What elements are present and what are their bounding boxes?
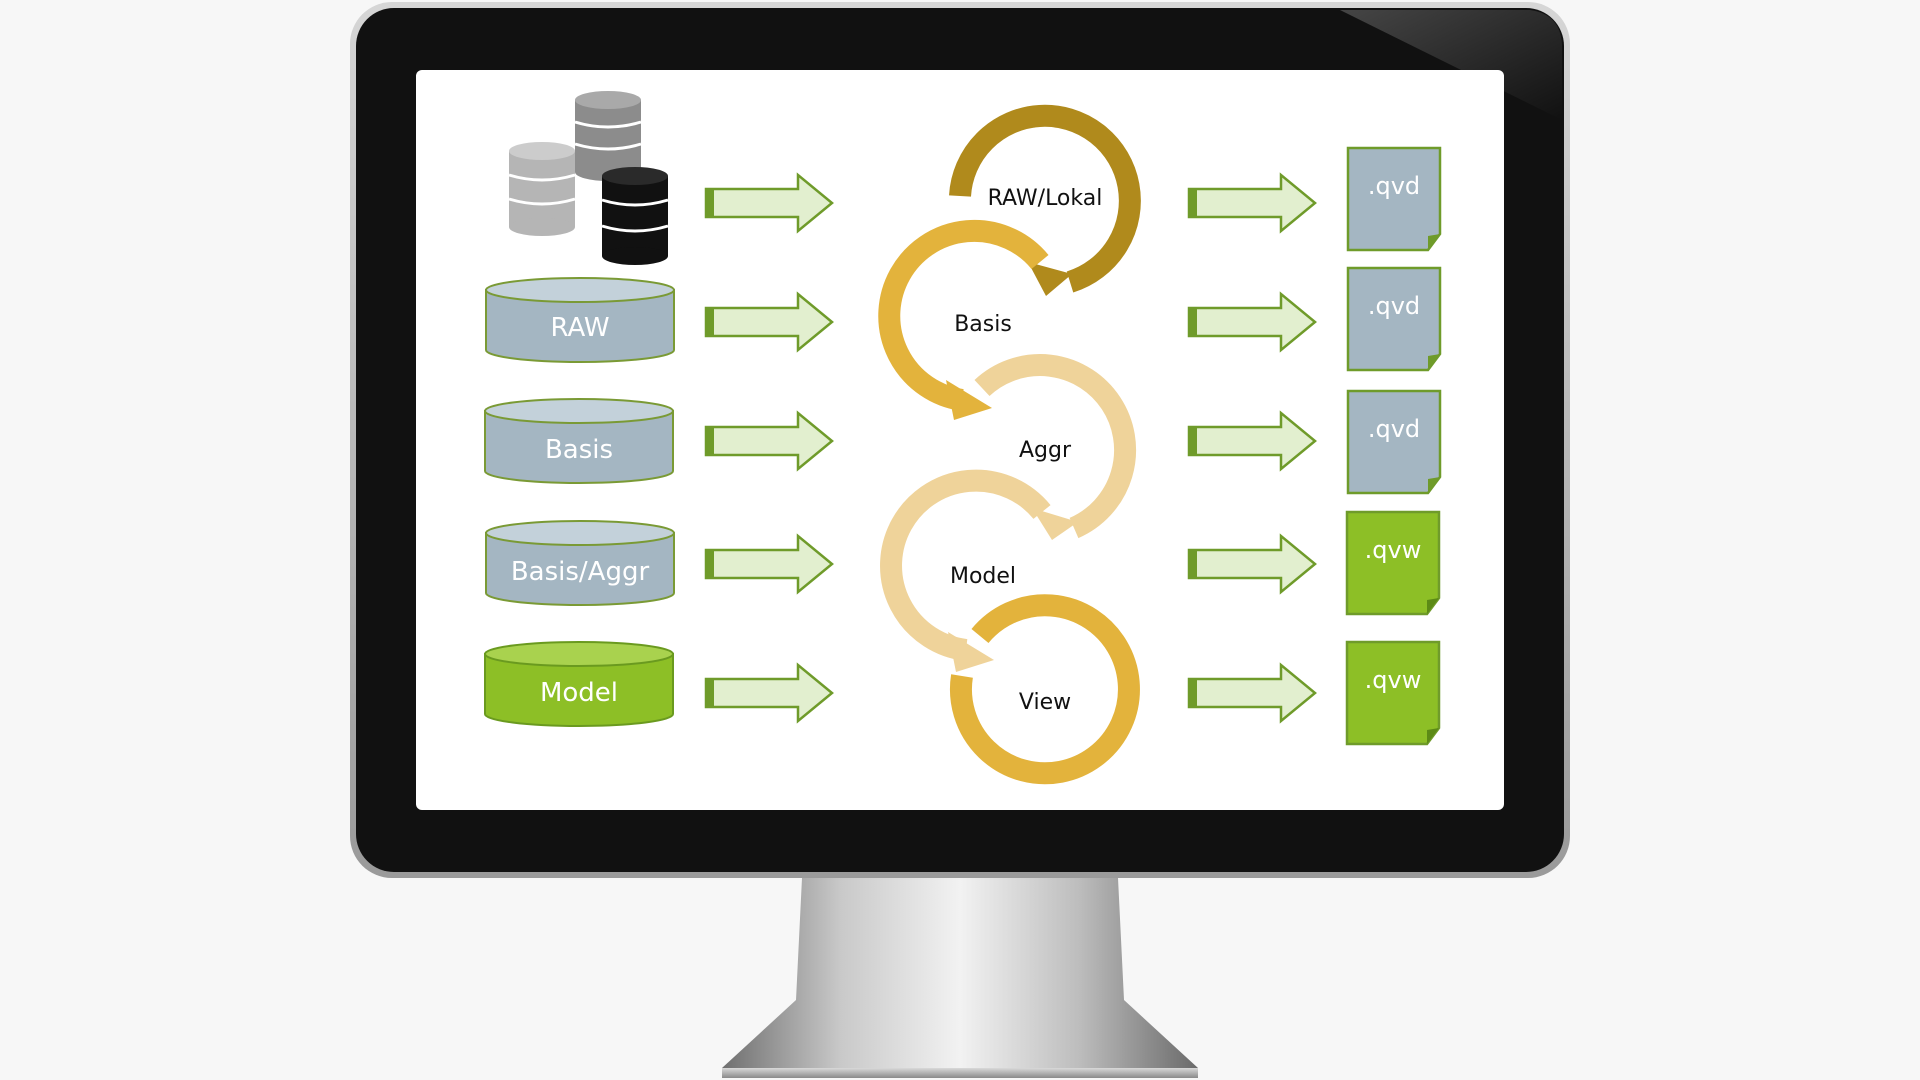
layer-label-basis: Basis bbox=[545, 435, 613, 465]
arrow-right-icon bbox=[1187, 291, 1317, 353]
layer-cylinder-model: Model bbox=[484, 641, 674, 727]
layer-label-model: Model bbox=[540, 678, 618, 708]
arrow-right-icon bbox=[704, 291, 834, 353]
output-file-qvw-1: .qvw bbox=[1345, 510, 1441, 616]
monitor-screen bbox=[416, 70, 1504, 810]
cycle-arc-view bbox=[949, 594, 1140, 785]
cycle-arc-raw-lokal bbox=[949, 104, 1141, 296]
cycle-labels: RAW/Lokal Basis Aggr Model View bbox=[950, 186, 1102, 715]
cycle-label-view: View bbox=[1019, 690, 1071, 715]
arrow-right-icon bbox=[1187, 533, 1317, 595]
arrow-right-icon bbox=[1187, 172, 1317, 234]
cycle-arcs bbox=[878, 104, 1141, 785]
output-file-label: .qvw bbox=[1365, 536, 1422, 564]
cycle-arc-basis bbox=[878, 219, 1049, 420]
cycle-label-basis: Basis bbox=[954, 312, 1012, 337]
cycle-label-raw-lokal: RAW/Lokal bbox=[988, 186, 1103, 211]
output-file-qvd-3: .qvd bbox=[1346, 389, 1442, 495]
cycle-arc-model bbox=[880, 469, 1051, 672]
arrow-right-icon bbox=[704, 533, 834, 595]
output-file-label: .qvd bbox=[1368, 415, 1420, 443]
arrows-left bbox=[704, 172, 834, 724]
output-files: .qvd .qvd .qvd .qvw .qvw bbox=[1345, 146, 1442, 746]
output-file-label: .qvd bbox=[1368, 172, 1420, 200]
cycle-label-model: Model bbox=[950, 564, 1016, 589]
database-stack-icon bbox=[508, 91, 669, 265]
layer-cylinder-basis-aggr: Basis/Aggr bbox=[485, 520, 675, 606]
arrow-right-icon bbox=[704, 662, 834, 724]
arrow-right-icon bbox=[1187, 410, 1317, 472]
cycle-label-aggr: Aggr bbox=[1019, 438, 1072, 463]
arrows-right bbox=[1187, 172, 1317, 724]
layer-cylinder-basis: Basis bbox=[484, 398, 674, 484]
arrow-right-icon bbox=[704, 410, 834, 472]
layer-cylinder-raw: RAW bbox=[485, 277, 675, 363]
output-file-label: .qvw bbox=[1365, 666, 1422, 694]
arrow-right-icon bbox=[1187, 662, 1317, 724]
layer-label-basis-aggr: Basis/Aggr bbox=[511, 557, 650, 587]
monitor-stand bbox=[722, 878, 1198, 1078]
output-file-label: .qvd bbox=[1368, 292, 1420, 320]
output-file-qvw-2: .qvw bbox=[1345, 640, 1441, 746]
arrow-right-icon bbox=[704, 172, 834, 234]
output-file-qvd-2: .qvd bbox=[1346, 266, 1442, 372]
layer-label-raw: RAW bbox=[550, 313, 609, 343]
output-file-qvd-1: .qvd bbox=[1346, 146, 1442, 252]
cycle-arc-aggr bbox=[974, 354, 1137, 540]
